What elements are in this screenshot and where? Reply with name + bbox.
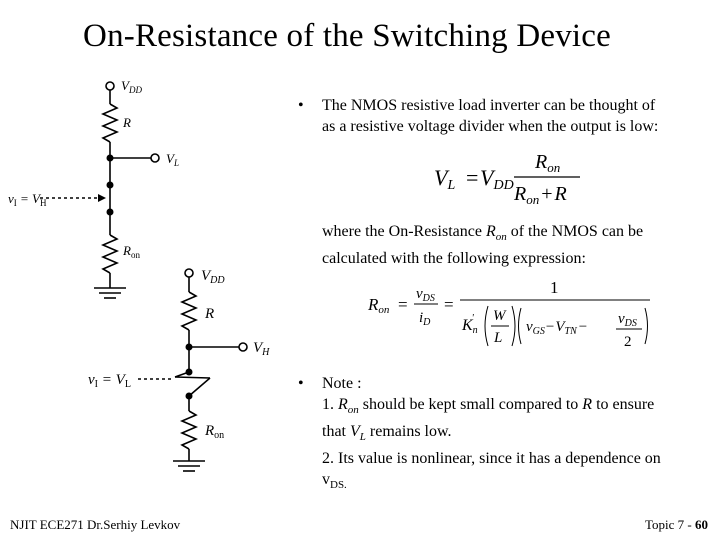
note-line4: vDS. — [322, 471, 347, 492]
label-vdd-1: VDD — [121, 78, 142, 95]
svg-text:Ron: Ron — [534, 151, 560, 175]
slide-title: On-Resistance of the Switching Device — [83, 18, 611, 54]
inverter-circuits-diagram: VDD R VL vI = VH Ron VDD R VH vI = VL Ro… — [8, 78, 270, 472]
note-heading: Note : — [322, 375, 362, 392]
bullet-marker: • — [298, 375, 304, 392]
svg-text:2: 2 — [624, 334, 632, 350]
vdd-terminal-1 — [105, 81, 115, 91]
footer-course: NJIT ECE271 Dr.Serhiy Levkov — [10, 517, 181, 532]
label-vh: VH — [253, 340, 270, 358]
label-r-2: R — [204, 306, 214, 322]
where-text: where the On-Resistance Ron of the NMOS … — [322, 221, 643, 269]
resistor-ron-1 — [100, 234, 120, 274]
label-vdd-2: VDD — [201, 268, 225, 286]
svg-text:W: W — [493, 308, 507, 324]
bullet1-text: The NMOS resistive load inverter can be … — [322, 95, 658, 137]
node-dot — [106, 154, 114, 162]
svg-text:L: L — [493, 330, 502, 346]
footer-page-number: Topic 7 - 60 — [645, 517, 708, 532]
label-ron-1: Ron — [122, 243, 140, 260]
vl-terminal — [150, 153, 160, 163]
node-dot — [185, 392, 193, 400]
note-line2: that VL remains low. — [322, 423, 452, 444]
resistor-ron-2 — [179, 410, 199, 450]
equation-ron: Ron = vDS iD = 1 Kn' W L vGS−VTN− vDS 2 — [367, 278, 650, 350]
svg-text:vDS: vDS — [618, 311, 637, 329]
svg-text:iD: iD — [419, 310, 431, 328]
node-dot — [185, 368, 193, 376]
svg-text:vDS: vDS — [416, 286, 435, 304]
svg-text:Kn': Kn' — [461, 313, 478, 336]
bullet1-line2: as a resistive voltage divider when the … — [322, 118, 659, 135]
label-r-1: R — [122, 115, 131, 130]
svg-text:VDD: VDD — [480, 165, 514, 193]
svg-text:Ron: Ron — [367, 295, 390, 316]
resistor-r-2 — [179, 291, 199, 331]
label-ron-2: Ron — [204, 423, 224, 441]
svg-text:=: = — [466, 165, 478, 190]
label-vi-vl-2: vI = VL — [88, 372, 131, 390]
note-block: Note : 1. Ron should be kept small compa… — [322, 373, 661, 497]
svg-text:=: = — [444, 295, 454, 314]
svg-text:Ron+R: Ron+R — [513, 183, 567, 207]
where-line1: where the On-Resistance Ron of the NMOS … — [322, 223, 644, 244]
svg-text:vGS−VTN−: vGS−VTN− — [526, 319, 587, 337]
svg-text:1: 1 — [550, 278, 559, 297]
note-line1: 1. Ron should be kept small compared to … — [322, 396, 655, 417]
note-line3: 2. Its value is nonlinear, since it has … — [322, 450, 661, 468]
vdd-terminal-2 — [184, 268, 194, 278]
equation-vl-divider: VL = VDD Ron Ron+R — [434, 151, 580, 207]
node-dot — [185, 343, 193, 351]
where-line2: calculated with the following expression… — [322, 250, 586, 268]
node-dot — [106, 208, 114, 216]
bullet1-line1: The NMOS resistive load inverter can be … — [322, 97, 656, 114]
label-vl: VL — [166, 151, 179, 168]
bullet-marker: • — [298, 97, 304, 114]
svg-text:=: = — [398, 295, 408, 314]
resistor-r-1 — [100, 103, 120, 143]
label-vi-vh-1: vI = VH — [8, 191, 47, 208]
node-dot — [106, 181, 114, 189]
svg-text:VL: VL — [434, 165, 455, 193]
vh-terminal — [238, 342, 248, 352]
